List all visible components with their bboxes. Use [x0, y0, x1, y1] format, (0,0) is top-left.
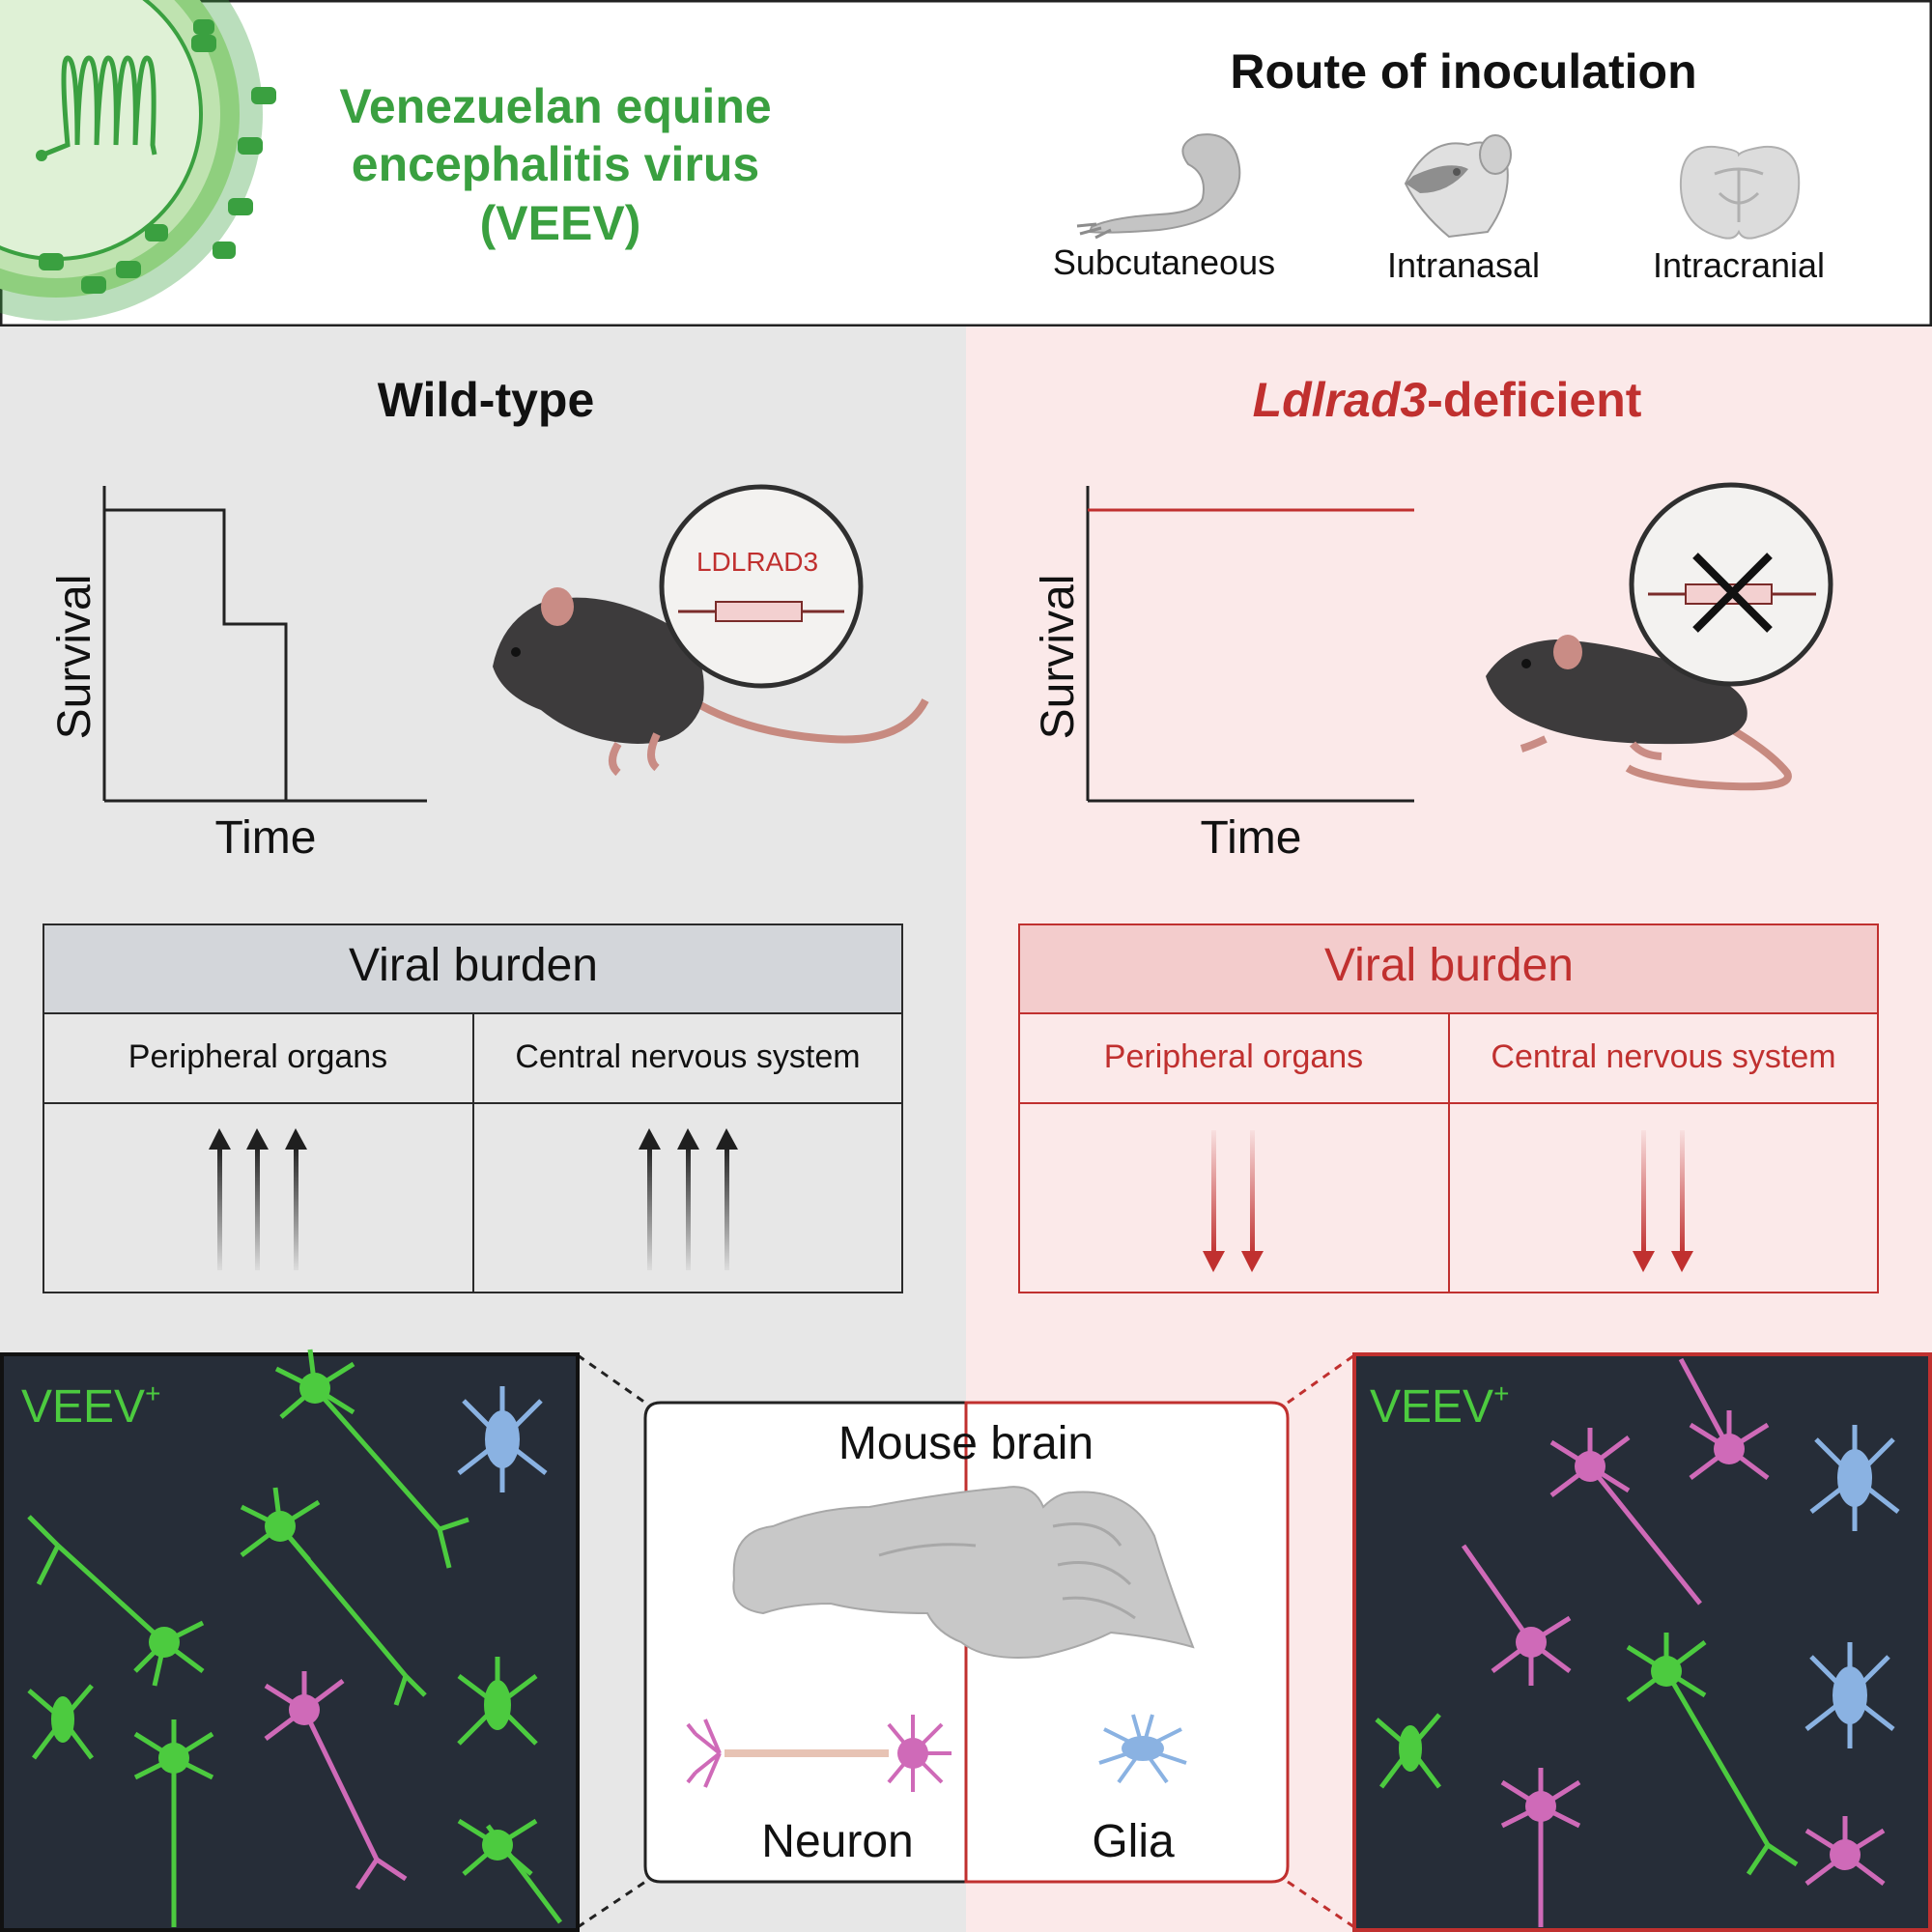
- ko-peripheral-down-arrows: [1203, 1130, 1264, 1272]
- uninfected-neuron: [1461, 1357, 1886, 1927]
- virus-title-line-1: Venezuelan equine: [339, 79, 771, 133]
- ko-survival-ylabel: Survival: [1033, 575, 1084, 740]
- knockout-gene-magnifier: [1629, 482, 1833, 687]
- knockout-title: Ldlrad3-deficient: [1253, 373, 1642, 427]
- ko-micrograph: VEEV+: [1352, 1352, 1932, 1932]
- wt-viral-burden-table: Viral burden Peripheral organs Central n…: [43, 923, 903, 1293]
- neuron-bodies: [1516, 1434, 1861, 1870]
- wt-peripheral-up-arrows: [209, 1128, 307, 1270]
- neuron-body: [289, 1694, 320, 1725]
- mouse-brain-box: Mouse brain Neuron Glia: [643, 1401, 1290, 1884]
- wt-micrograph-label-sup: +: [145, 1378, 160, 1408]
- glia-label: Glia: [1092, 1816, 1175, 1867]
- ko-micrograph-label: VEEV+: [1370, 1378, 1509, 1433]
- wt-mouse-icon: [493, 587, 929, 777]
- header-panel: Venezuelan equine encephalitis virus (VE…: [0, 0, 1932, 327]
- wt-cns-up-arrows: [639, 1128, 738, 1270]
- glia-body: [485, 1410, 520, 1468]
- infected-cell-bodies: [51, 1373, 513, 1861]
- ko-col-peripheral: Peripheral organs: [1104, 1038, 1363, 1075]
- infected-cell-bodies: [1399, 1656, 1682, 1772]
- glia-cell: [457, 1386, 548, 1492]
- ko-micrograph-label-sup: +: [1493, 1378, 1509, 1408]
- wt-survival-chart: Survival Time: [49, 486, 427, 864]
- wild-type-title: Wild-type: [378, 373, 595, 427]
- virus-title-line-3: (VEEV): [480, 196, 641, 250]
- route-title: Route of inoculation: [1230, 44, 1696, 99]
- glia-icon-body: [1122, 1736, 1164, 1761]
- route-label-subcutaneous: Subcutaneous: [1053, 242, 1275, 282]
- route-label-intracranial: Intracranial: [1653, 245, 1825, 285]
- virus-title-line-2: encephalitis virus: [352, 137, 759, 191]
- wt-micrograph-label: VEEV+: [21, 1378, 160, 1433]
- knockout-x-icon: [1692, 553, 1773, 633]
- ldlrad3-gene-magnifier: LDLRAD3: [659, 484, 864, 689]
- ko-col-cns: Central nervous system: [1491, 1038, 1835, 1075]
- neuron-icon-body: [897, 1738, 928, 1769]
- mouse-footpad-icon: [1076, 133, 1241, 240]
- neuron-icon: [686, 1715, 952, 1792]
- wt-col-peripheral: Peripheral organs: [128, 1038, 387, 1075]
- mouse-brain-title: Mouse brain: [838, 1418, 1094, 1469]
- wt-viral-burden-title: Viral burden: [349, 940, 598, 991]
- wt-col-cns: Central nervous system: [515, 1038, 860, 1075]
- brain-section-icon: [1679, 145, 1801, 240]
- ko-cns-down-arrows: [1633, 1130, 1693, 1272]
- wt-survival-ylabel: Survival: [49, 575, 100, 740]
- wt-micrograph-label-text: VEEV: [21, 1381, 145, 1433]
- infected-neuron: [1375, 1633, 1799, 1876]
- wt-survival-xlabel: Time: [215, 812, 317, 864]
- glia-cell: [1804, 1425, 1900, 1748]
- mouse-head-icon: [1404, 134, 1512, 239]
- route-label-intranasal: Intranasal: [1387, 245, 1540, 285]
- knockout-title-gene: Ldlrad3: [1253, 373, 1428, 427]
- virus-icon: [0, 0, 276, 321]
- uninfected-neuron: [264, 1671, 408, 1890]
- infected-neuron: [27, 1349, 562, 1927]
- ko-survival-chart: Survival Time: [1033, 486, 1414, 864]
- mouse-brain-sagittal-icon: [732, 1486, 1195, 1659]
- glia-bodies: [1833, 1449, 1872, 1724]
- wt-micrograph: VEEV+: [0, 1349, 580, 1932]
- ko-viral-burden-title: Viral burden: [1324, 940, 1574, 991]
- ko-viral-burden-table: Viral burden Peripheral organs Central n…: [1018, 923, 1879, 1293]
- ko-survival-xlabel: Time: [1201, 812, 1302, 864]
- wt-gene-label: LDLRAD3: [696, 547, 818, 577]
- glia-icon: [1098, 1714, 1187, 1784]
- knockout-title-suffix: -deficient: [1427, 373, 1642, 427]
- neuron-label: Neuron: [761, 1816, 913, 1867]
- ko-micrograph-label-text: VEEV: [1370, 1381, 1493, 1433]
